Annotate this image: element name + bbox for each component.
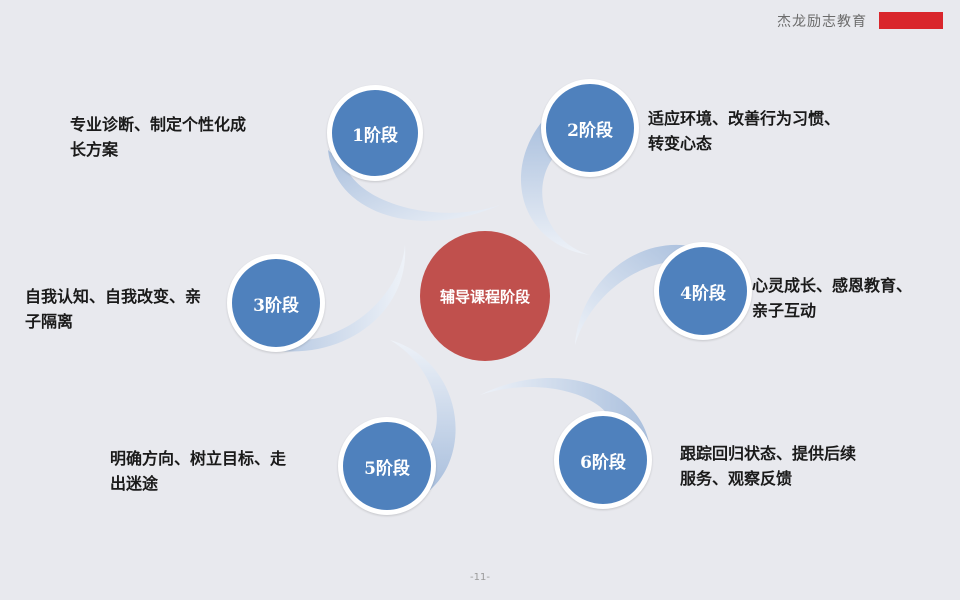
stage-2-label: 2阶段 [567,120,613,141]
stage-3-label: 3阶段 [253,295,299,316]
brand-accent-bar [879,12,943,29]
stage-5-label: 5阶段 [364,458,410,479]
stage-6-label: 6阶段 [580,452,626,473]
stage-6-description: 跟踪回归状态、提供后续 服务、观察反馈 [680,444,857,488]
stage-5-description: 明确方向、树立目标、走 出迷途 [110,449,287,493]
stage-5-node: 5阶段 [338,417,436,515]
stage-4-description: 心灵成长、感恩教育、 亲子互动 [752,276,913,320]
stage-2-description: 适应环境、改善行为习惯、 转变心态 [648,109,841,153]
stage-1-label: 1阶段 [352,125,398,146]
stage-4-label: 4阶段 [680,283,726,304]
stage-4-node: 4阶段 [654,242,752,340]
center-label: 辅导课程阶段 [439,287,530,306]
stage-1-description: 专业诊断、制定个性化成 长方案 [70,115,247,159]
stage-6-node: 6阶段 [554,411,652,509]
page-number: -11- [470,572,490,583]
stage-3-description: 自我认知、自我改变、亲 子隔离 [25,287,202,331]
stage-2-node: 2阶段 [541,79,639,177]
center-node: 辅导课程阶段 [420,231,550,361]
stage-1-node: 1阶段 [327,85,423,181]
stage-3-node: 3阶段 [227,254,325,352]
brand-name: 杰龙励志教育 [777,14,867,30]
